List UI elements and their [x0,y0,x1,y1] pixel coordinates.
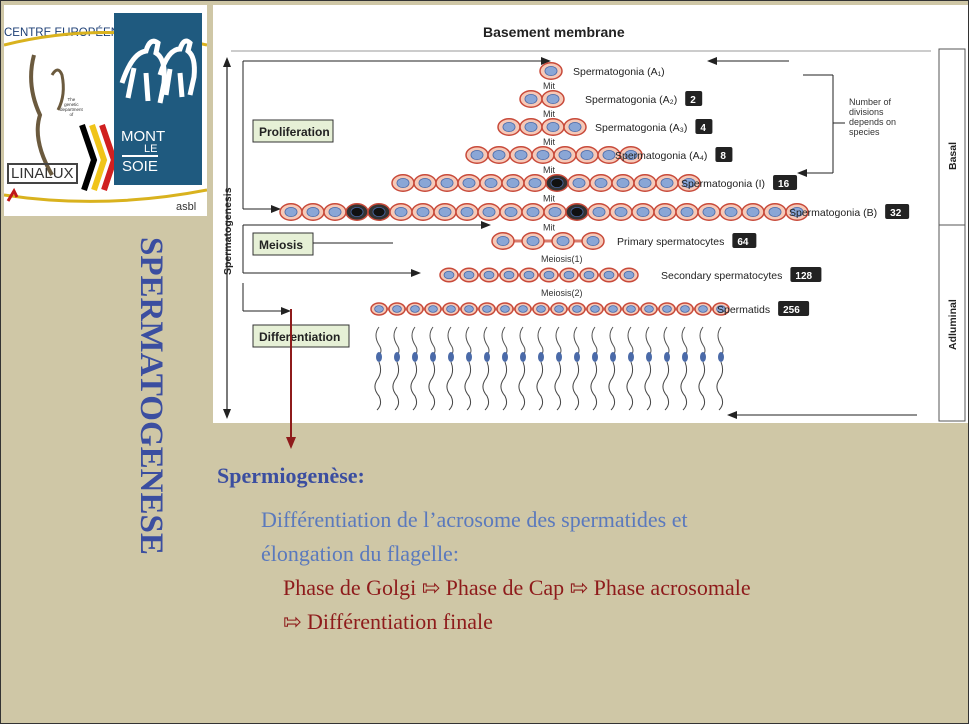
sperm-head [646,352,652,362]
sperm-head [466,352,472,362]
sperm-head [628,352,634,362]
cell-row [491,232,605,250]
count-badge [885,204,910,219]
count-badge [695,119,713,134]
sperm-head [502,352,508,362]
division-label: Meiosis(1) [541,254,583,264]
phase-proliferation: Proliferation [259,125,330,139]
zone-adluminal: Adluminal [947,299,959,350]
cell-row [391,174,701,192]
text-line-3: Phase de Golgi ⇰ Phase de Cap ⇰ Phase ac… [283,575,751,600]
stage-label: Spermatogonia (I) [681,178,765,190]
sperm-head [682,352,688,362]
count-badge-text: 16 [778,179,790,190]
count-badge-text: 2 [690,95,696,106]
sperm-head [394,352,400,362]
sperm-head [718,352,724,362]
cell-row [465,146,643,164]
cell-row [497,118,587,136]
sperm-head [592,352,598,362]
count-badge [790,267,822,282]
text-line-4: ⇰ Différentiation finale [283,609,493,634]
count-badge-text: 64 [737,237,749,248]
division-label: Mit [543,223,555,233]
note-line-2: divisions [849,107,884,117]
vertical-title: SPERMATOGENESE [133,237,169,555]
division-label: Meiosis(2) [541,288,583,298]
stage-label: Secondary spermatocytes [661,270,782,282]
count-badge-text: 256 [783,305,800,316]
stage-label: Primary spermatocytes [617,236,724,248]
sperm-head [376,352,382,362]
spermatogenesis-diagram: Basement membrane Basal Adluminal Sperma… [213,5,968,423]
diagram-header: Basement membrane [483,24,625,40]
cell-rows [279,62,809,411]
down-arrow [286,309,296,449]
text-line-2: élongation du flagelle: [261,541,459,566]
count-badge [715,147,733,162]
sperm-head [700,352,706,362]
logo-soie-text: SOIE [122,155,158,175]
count-badge-text: 32 [890,208,902,219]
stage-label: Spermatids [717,304,770,316]
sperm-row [374,326,724,411]
note-line-3: depends on [849,117,896,127]
stage-label: Spermatogonia (B) [789,207,877,219]
cell-row [279,203,809,221]
sperm-head [574,352,580,362]
sperm-head [556,352,562,362]
sperm-head [412,352,418,362]
count-badge [732,233,757,248]
sperm-head [538,352,544,362]
logo-mont-text: MONT [121,128,166,145]
count-badge [773,175,798,190]
count-badge-text: 8 [720,151,726,162]
division-label: Mit [543,165,555,175]
logo-le-text: LE [144,143,158,155]
logo: CENTRE EUROPÉEN DU CHEVAL MONT LE SOIE L… [4,5,207,216]
division-label: Mit [543,137,555,147]
sperm-head [448,352,454,362]
horses-icon [119,38,197,104]
spermiogenese-heading: Spermiogenèse: [217,463,365,488]
sperm-head [610,352,616,362]
note-line-1: Number of [849,97,892,107]
sperm-head [664,352,670,362]
note-line-4: species [849,127,880,137]
zone-basal: Basal [947,142,959,170]
division-label: Mit [543,194,555,204]
logo-asbl-text: asbl [176,201,197,213]
stage-label: Spermatogonia (A₂) [585,94,677,106]
stage-label: Spermatogonia (A₁) [573,66,665,78]
phase-differentiation: Differentiation [259,330,340,344]
sperm-head [520,352,526,362]
count-badge [778,301,810,316]
diagram-svg: Basement membrane Basal Adluminal Sperma… [222,24,966,422]
cell-row [519,90,565,108]
cell-row [539,62,563,80]
count-badge-text: 128 [795,271,812,282]
count-badge-text: 4 [700,123,706,134]
phase-meiosis: Meiosis [259,238,303,252]
sperm-head [484,352,490,362]
logo-linalux-text: LINALUX [7,163,78,184]
division-label: Mit [543,81,555,91]
stage-label: Spermatogonia (A₃) [595,122,687,134]
stage-label: Spermatogonia (A₄) [615,150,707,162]
stage-labels: Spermatogonia (A₁) Spermatogonia (A₂) 2Spe… [573,66,910,316]
side-label-spermatogenesis: Spermatogenesis [222,187,234,275]
cell-row [370,302,730,316]
logo-mont-block [114,13,202,185]
sperm-head [430,352,436,362]
division-label: Mit [543,109,555,119]
text-line-1: Différentiation de l’acrosome des sperma… [261,507,688,532]
count-badge [685,91,703,106]
cell-row [439,267,639,283]
